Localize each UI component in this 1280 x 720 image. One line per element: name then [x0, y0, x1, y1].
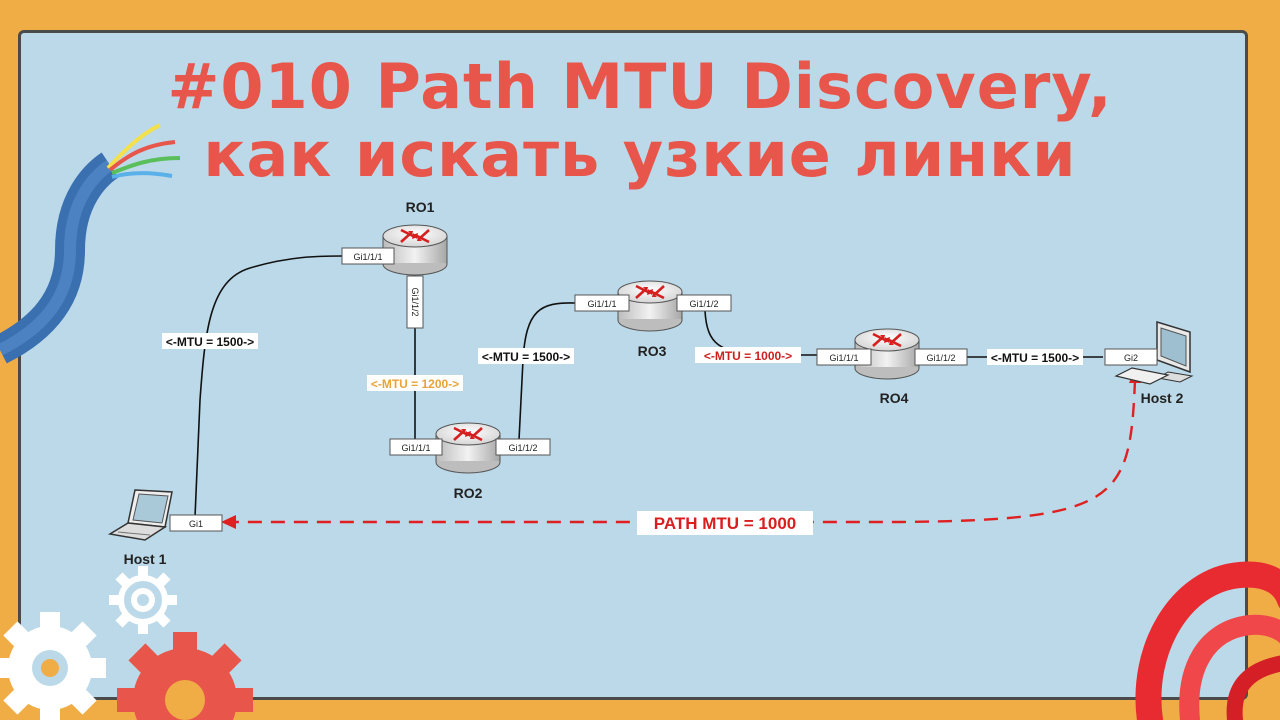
mtu-label-ro2-ro3: <-MTU = 1500->: [478, 348, 574, 364]
mtu-label-ro3-ro4: <-MTU = 1000->: [695, 347, 801, 363]
gear-icon: [109, 566, 177, 634]
mtu-label-ro4-host2: <-MTU = 1500->: [987, 349, 1083, 365]
port-ro1-gi111[interactable]: Gi1/1/1: [341, 247, 395, 265]
mtu-label-ro1-ro2: <-MTU = 1200->: [367, 375, 463, 391]
svg-text:PATH MTU = 1000: PATH MTU = 1000: [654, 514, 797, 533]
port-ro2-gi112[interactable]: Gi1/1/2: [495, 438, 551, 456]
svg-text:Gi1/1/1: Gi1/1/1: [353, 252, 382, 262]
port-ro3-gi112[interactable]: Gi1/1/2: [676, 294, 732, 312]
svg-text:Gi1: Gi1: [189, 519, 203, 529]
path-mtu-arrow: [221, 369, 1141, 529]
link-ro2-ro3: [518, 302, 576, 441]
port-ro4-gi112[interactable]: Gi1/1/2: [914, 348, 968, 366]
port-ro1-gi112[interactable]: Gi1/1/2: [406, 275, 424, 329]
device-label-host2: Host 2: [1141, 390, 1184, 406]
mtu-label-host1-ro1: <-MTU = 1500->: [162, 333, 258, 349]
svg-text:Gi1/1/1: Gi1/1/1: [829, 353, 858, 363]
gear-icon: [0, 612, 106, 720]
ribbon-icon: [1135, 561, 1280, 720]
svg-text:<-MTU = 1500->: <-MTU = 1500->: [166, 335, 254, 349]
svg-text:Gi1/1/1: Gi1/1/1: [587, 299, 616, 309]
port-host1-gi1[interactable]: Gi1: [169, 514, 223, 532]
svg-text:Gi1/1/2: Gi1/1/2: [689, 299, 718, 309]
device-label-ro1: RO1: [406, 199, 435, 215]
gear-icon: [117, 632, 253, 720]
port-ro2-gi111[interactable]: Gi1/1/1: [389, 438, 443, 456]
svg-text:Gi1/1/2: Gi1/1/2: [410, 287, 420, 316]
svg-text:<-MTU = 1500->: <-MTU = 1500->: [482, 350, 570, 364]
device-label-ro2: RO2: [454, 485, 483, 501]
svg-text:<-MTU = 1200->: <-MTU = 1200->: [371, 377, 459, 391]
port-ro3-gi111[interactable]: Gi1/1/1: [574, 294, 630, 312]
svg-text:Gi2: Gi2: [1124, 353, 1138, 363]
laptop-icon[interactable]: [107, 489, 173, 541]
page-title-line-2: как искать узкие линки: [203, 118, 1077, 191]
device-label-ro3: RO3: [638, 343, 667, 359]
port-host2-gi2[interactable]: Gi2: [1104, 348, 1158, 366]
svg-text:Gi1/1/1: Gi1/1/1: [401, 443, 430, 453]
device-label-ro4: RO4: [880, 390, 909, 406]
link-host1-ro1: [194, 255, 343, 518]
device-label-host1: Host 1: [124, 551, 167, 567]
path-mtu-label: PATH MTU = 1000: [637, 511, 813, 535]
desktop-icon[interactable]: [1114, 320, 1194, 385]
svg-text:<-MTU = 1000->: <-MTU = 1000->: [704, 349, 792, 363]
cable-icon: [0, 123, 181, 364]
svg-text:Gi1/1/2: Gi1/1/2: [508, 443, 537, 453]
router-icon[interactable]: [434, 421, 502, 475]
svg-text:Gi1/1/2: Gi1/1/2: [926, 353, 955, 363]
page-title-line-1: #010 Path MTU Discovery,: [167, 50, 1113, 123]
port-ro4-gi111[interactable]: Gi1/1/1: [816, 348, 872, 366]
svg-text:<-MTU = 1500->: <-MTU = 1500->: [991, 351, 1079, 365]
